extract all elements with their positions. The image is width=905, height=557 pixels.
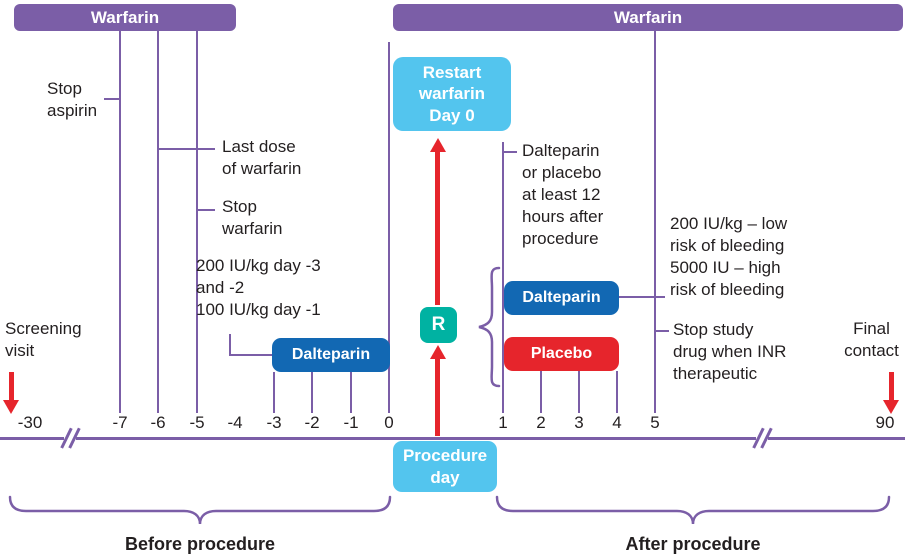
day-minus5-line (196, 31, 198, 413)
day-5-line (654, 31, 656, 413)
day-minus7-line (119, 31, 121, 413)
warfarin-bar-after-label: Warfarin (613, 7, 683, 27)
day-1-line (502, 142, 504, 413)
axis-break-gap (64, 435, 76, 442)
randomization-box: R (420, 307, 457, 343)
pre-procedure-dosing-note: 200 IU/kg day -3 and -2 100 IU/kg day -1 (196, 256, 321, 320)
tick-label-day-minus6: -6 (150, 413, 166, 432)
screening-arrow-shaft (9, 372, 14, 402)
day-minus6-line (157, 31, 159, 413)
dalteparin-or-placebo-note: Dalteparin or placebo at least 12 hours … (522, 141, 604, 249)
tick-label-day-1: 1 (498, 413, 508, 432)
tick-label-day-minus3: -3 (266, 413, 282, 432)
tick-label-day-2: 2 (536, 413, 546, 432)
before-procedure-label: Before procedure (124, 534, 276, 554)
day-4-line (616, 371, 618, 413)
tick-label-day-minus5: -5 (189, 413, 205, 432)
tick-label-day-minus1: -1 (343, 413, 359, 432)
tick-label-day-4: 4 (612, 413, 622, 432)
day-minus1-line (350, 372, 352, 413)
pre-dosing-elbow-vertical (229, 334, 231, 356)
tick-label-day-3: 3 (574, 413, 584, 432)
warfarin-bar-before-label: Warfarin (90, 7, 160, 27)
stop-warfarin-note: Stop warfarin (222, 197, 283, 239)
randomization-arrow-shaft (435, 358, 440, 436)
day-0-line (388, 42, 390, 413)
randomized-arms-brace (478, 266, 501, 388)
day-minus2-line (311, 372, 313, 413)
final-contact-arrow-shaft (889, 372, 894, 402)
pre-dosing-elbow-horizontal (229, 354, 272, 356)
last-dose-leader (158, 148, 215, 150)
axis-break-gap (756, 435, 768, 442)
restart-arrow-shaft (435, 151, 440, 305)
warfarin-bar-after: Warfarin (393, 4, 903, 31)
post-procedure-dosing-note: 200 IU/kg – low risk of bleeding 5000 IU… (670, 214, 788, 300)
after-procedure-label: After procedure (625, 534, 761, 554)
stop-warfarin-leader (197, 209, 215, 211)
warfarin-bar-before: Warfarin (14, 4, 236, 31)
tick-label-day-5: 5 (650, 413, 660, 432)
restart-warfarin-box: Restart warfarin Day 0 (393, 57, 511, 131)
stop-aspirin-note: Stop aspirin (47, 79, 98, 121)
restart-arrow-head-icon (430, 138, 446, 152)
after-procedure-brace (495, 495, 891, 525)
axis-break-right (752, 427, 774, 449)
tick-label-day-minus2: -2 (304, 413, 320, 432)
post-dosing-leader (619, 296, 665, 298)
day-2-line (540, 371, 542, 413)
dalteparin-or-placebo-leader (504, 151, 517, 153)
timeline-axis (0, 437, 905, 440)
dalteparin-pre-box: Dalteparin (272, 338, 390, 372)
dalteparin-post-box: Dalteparin (504, 281, 619, 315)
procedure-day-box: Procedure day (393, 441, 497, 492)
final-contact-note: Final contact (844, 319, 899, 361)
tick-label-day-minus4: -4 (227, 413, 243, 432)
day-3-line (578, 371, 580, 413)
day-minus3-line (273, 372, 275, 413)
stop-study-drug-note: Stop study drug when INR therapeutic (673, 320, 787, 384)
screening-visit-note: Screening visit (5, 319, 82, 361)
placebo-box: Placebo (504, 337, 619, 371)
randomization-arrow-head-icon (430, 345, 446, 359)
final-contact-arrow-head-icon (883, 400, 899, 414)
tick-label-day-minus30: -30 (17, 413, 43, 432)
last-dose-warfarin-note: Last dose of warfarin (222, 137, 302, 179)
tick-label-day-90: 90 (875, 413, 895, 432)
stop-study-drug-leader (656, 330, 669, 332)
axis-break-left (60, 427, 82, 449)
stop-aspirin-leader (104, 98, 120, 100)
before-procedure-brace (8, 495, 392, 525)
tick-label-day-0: 0 (384, 413, 394, 432)
screening-arrow-head-icon (3, 400, 19, 414)
tick-label-day-minus7: -7 (112, 413, 128, 432)
